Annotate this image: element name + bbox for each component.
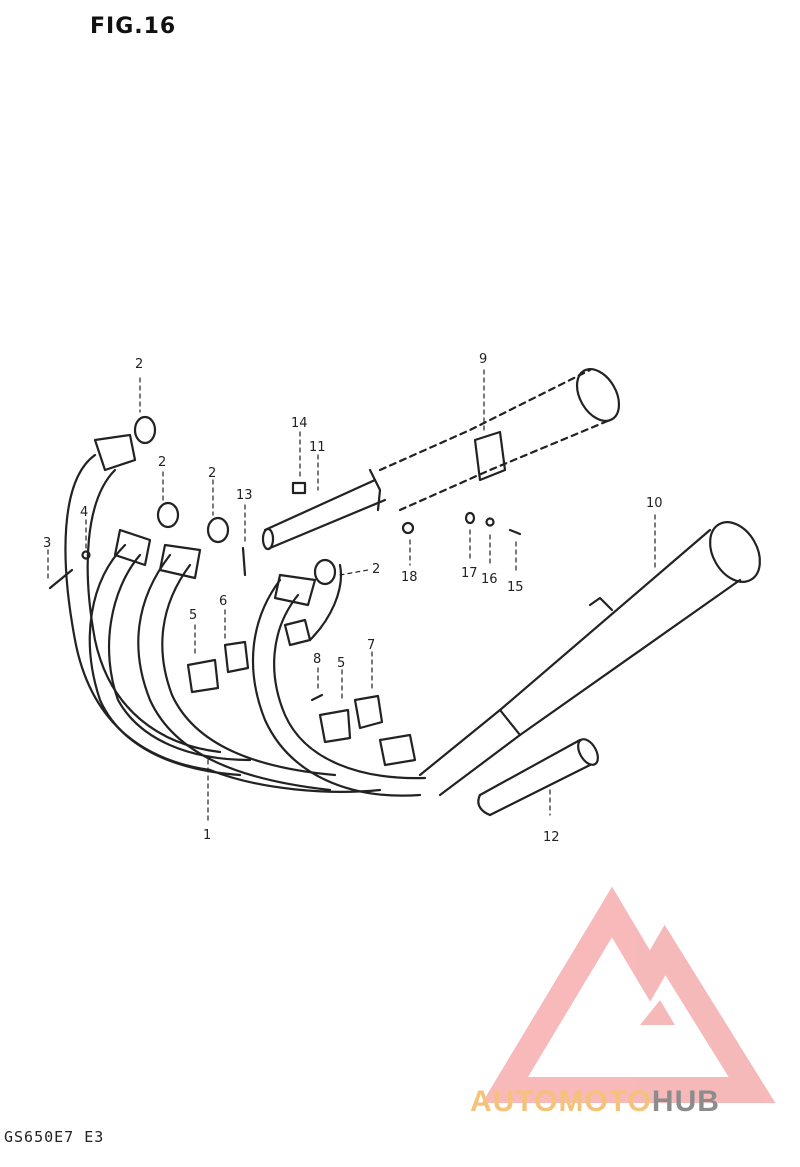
brand-auto: AUTO <box>470 1085 559 1118</box>
callout-5: 5 <box>189 608 198 623</box>
tail-pipe <box>477 738 599 817</box>
watermark-brand: AUTOMOTOHUB <box>470 1085 720 1119</box>
brand-hub: HUB <box>651 1085 720 1118</box>
leader-lines <box>47 369 656 821</box>
connector-sleeves <box>186 640 384 744</box>
brand-moto: MOTO <box>558 1085 652 1118</box>
fasteners <box>48 481 522 702</box>
callout-7: 7 <box>367 638 376 653</box>
muffler-right <box>418 521 761 797</box>
muffler-left-end <box>473 368 621 482</box>
callout-11: 11 <box>309 440 326 455</box>
muffler-left <box>378 368 612 512</box>
exhaust-pipe-1 <box>64 453 427 797</box>
automotohub-logo-icon <box>482 886 776 1103</box>
callout-9: 9 <box>479 352 488 367</box>
callout-2: 2 <box>208 466 217 481</box>
callout-4: 4 <box>80 505 89 520</box>
callout-12: 12 <box>543 830 560 845</box>
callout-3: 3 <box>43 536 52 551</box>
callout-14: 14 <box>291 416 308 431</box>
callout-8: 8 <box>313 652 322 667</box>
gaskets <box>133 415 337 586</box>
figure-title: FIG.16 <box>90 14 177 39</box>
callout-2: 2 <box>135 357 144 372</box>
callout-10: 10 <box>646 496 663 511</box>
balancer-pipe <box>261 468 387 551</box>
callout-6: 6 <box>219 594 228 609</box>
model-code: GS650E7 E3 <box>4 1128 105 1146</box>
callout-17: 17 <box>461 566 478 581</box>
callout-1: 1 <box>203 828 212 843</box>
callout-2: 2 <box>372 562 381 577</box>
callout-13: 13 <box>236 488 253 503</box>
callout-16: 16 <box>481 572 498 587</box>
callout-18: 18 <box>401 570 418 585</box>
callout-15: 15 <box>507 580 524 595</box>
pipe-clamps <box>93 433 417 767</box>
callout-5: 5 <box>337 656 346 671</box>
callout-2: 2 <box>158 455 167 470</box>
